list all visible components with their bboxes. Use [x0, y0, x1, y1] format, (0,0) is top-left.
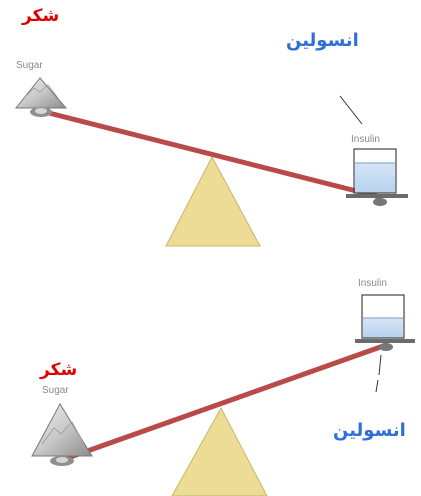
- top-sugar-pile: [14, 77, 68, 117]
- bottom-insulin-label-english: Insulin: [358, 278, 387, 289]
- top-beam: [42, 109, 383, 200]
- top-fulcrum: [165, 155, 261, 247]
- bottom-sugar-pile: [31, 402, 93, 466]
- top-insulin-label-arabic: انسولين: [286, 30, 359, 51]
- bottom-fulcrum: [171, 406, 268, 496]
- bottom-beam: [59, 342, 389, 463]
- bottom-insulin-label-arabic: انسولين: [333, 420, 406, 441]
- bottom-balance: [31, 294, 415, 496]
- bottom-sugar-label-english: Sugar: [42, 385, 69, 396]
- top-balance: [14, 77, 408, 247]
- bottom-insulin-beaker: [355, 294, 415, 393]
- top-sugar-label-arabic: شكر: [22, 6, 60, 26]
- top-insulin-label-english: Insulin: [351, 134, 380, 145]
- bottom-sugar-label-arabic: شكر: [40, 360, 78, 380]
- top-sugar-label-english: Sugar: [16, 60, 43, 71]
- top-insulin-beaker: [339, 95, 408, 206]
